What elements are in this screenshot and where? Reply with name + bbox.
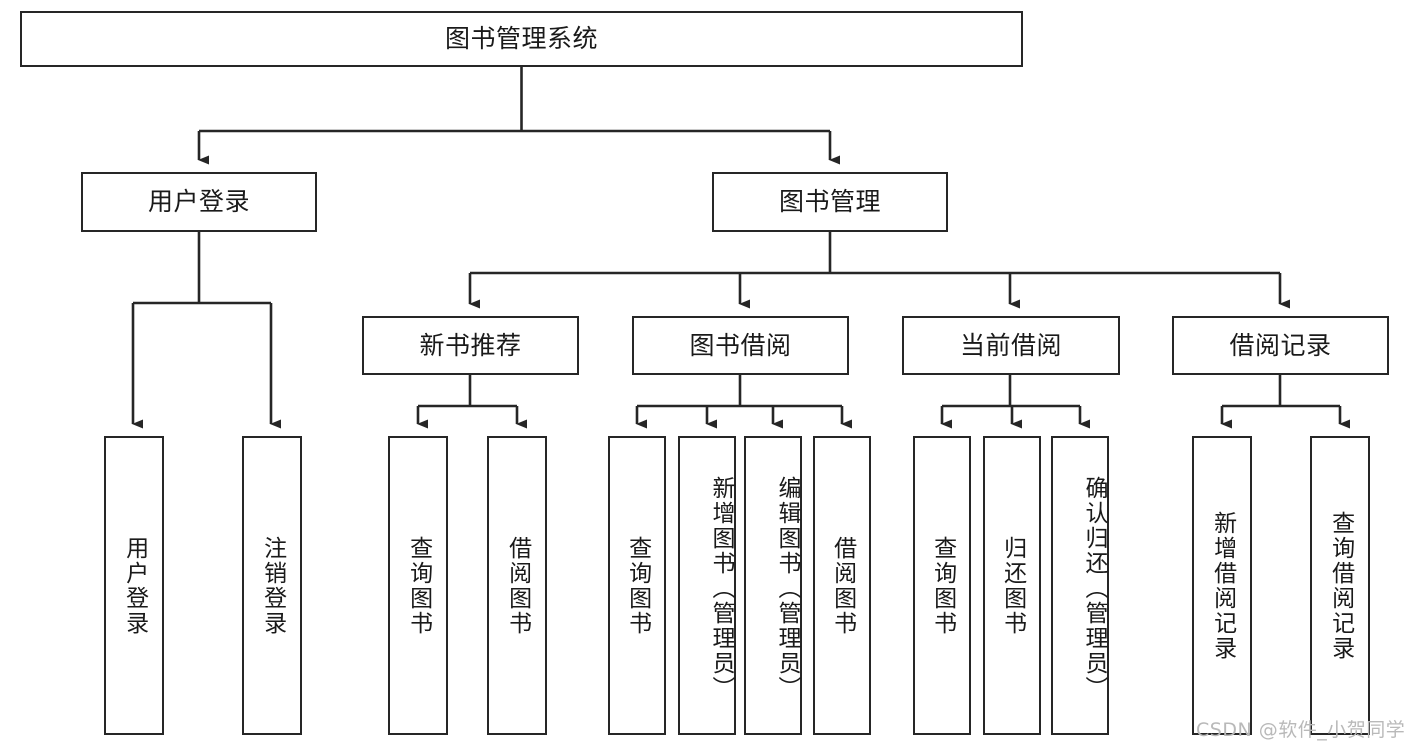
node-borrow-record[interactable]: 借阅记录 bbox=[1172, 316, 1389, 375]
node-label: 用户登录 bbox=[147, 187, 250, 216]
node-label: 用户登录 bbox=[121, 535, 148, 636]
node-label: 查询图书 bbox=[929, 535, 956, 636]
node-leaf-query-book-2[interactable]: 查询图书 bbox=[608, 436, 666, 735]
node-label: 借阅记录 bbox=[1229, 330, 1332, 360]
node-label: 查询图书 bbox=[405, 535, 432, 636]
node-label: 新增图书（管理员） bbox=[708, 476, 734, 701]
node-leaf-return-book[interactable]: 归还图书 bbox=[983, 436, 1041, 735]
node-leaf-confirm-return-admin[interactable]: 确认归还（管理员） bbox=[1051, 436, 1109, 735]
node-label: 确认归还（管理员） bbox=[1081, 476, 1107, 701]
node-leaf-query-borrow-record[interactable]: 查询借阅记录 bbox=[1310, 436, 1370, 735]
node-leaf-add-borrow-record[interactable]: 新增借阅记录 bbox=[1192, 436, 1252, 735]
node-leaf-query-book-3[interactable]: 查询图书 bbox=[913, 436, 971, 735]
node-label: 借阅图书 bbox=[504, 535, 531, 636]
node-leaf-logout-login[interactable]: 注销登录 bbox=[242, 436, 302, 735]
node-leaf-add-book-admin[interactable]: 新增图书（管理员） bbox=[678, 436, 736, 735]
node-book-borrow[interactable]: 图书借阅 bbox=[632, 316, 849, 375]
node-label: 查询借阅记录 bbox=[1327, 510, 1354, 661]
node-label: 新书推荐 bbox=[419, 330, 522, 360]
node-leaf-borrow-book-1[interactable]: 借阅图书 bbox=[487, 436, 547, 735]
csdn-watermark: CSDN @软件_小贺同学 bbox=[1196, 719, 1405, 741]
node-label: 图书管理 bbox=[778, 187, 881, 216]
node-label: 归还图书 bbox=[999, 535, 1026, 636]
node-label: 借阅图书 bbox=[829, 535, 856, 636]
node-label: 编辑图书（管理员） bbox=[774, 476, 800, 701]
node-book-management[interactable]: 图书管理 bbox=[712, 172, 948, 232]
node-label: 新增借阅记录 bbox=[1209, 510, 1236, 661]
node-label: 注销登录 bbox=[259, 535, 286, 636]
node-leaf-edit-book-admin[interactable]: 编辑图书（管理员） bbox=[744, 436, 802, 735]
node-label: 图书借阅 bbox=[689, 330, 792, 360]
node-label: 查询图书 bbox=[624, 535, 651, 636]
node-current-borrow[interactable]: 当前借阅 bbox=[902, 316, 1120, 375]
node-leaf-user-login[interactable]: 用户登录 bbox=[104, 436, 164, 735]
node-leaf-query-book-1[interactable]: 查询图书 bbox=[388, 436, 448, 735]
node-label: 图书管理系统 bbox=[444, 24, 598, 53]
node-book-management-system[interactable]: 图书管理系统 bbox=[20, 11, 1023, 67]
node-new-book-recommend[interactable]: 新书推荐 bbox=[362, 316, 579, 375]
node-label: 当前借阅 bbox=[959, 330, 1062, 360]
node-user-login[interactable]: 用户登录 bbox=[81, 172, 317, 232]
node-leaf-borrow-book-2[interactable]: 借阅图书 bbox=[813, 436, 871, 735]
